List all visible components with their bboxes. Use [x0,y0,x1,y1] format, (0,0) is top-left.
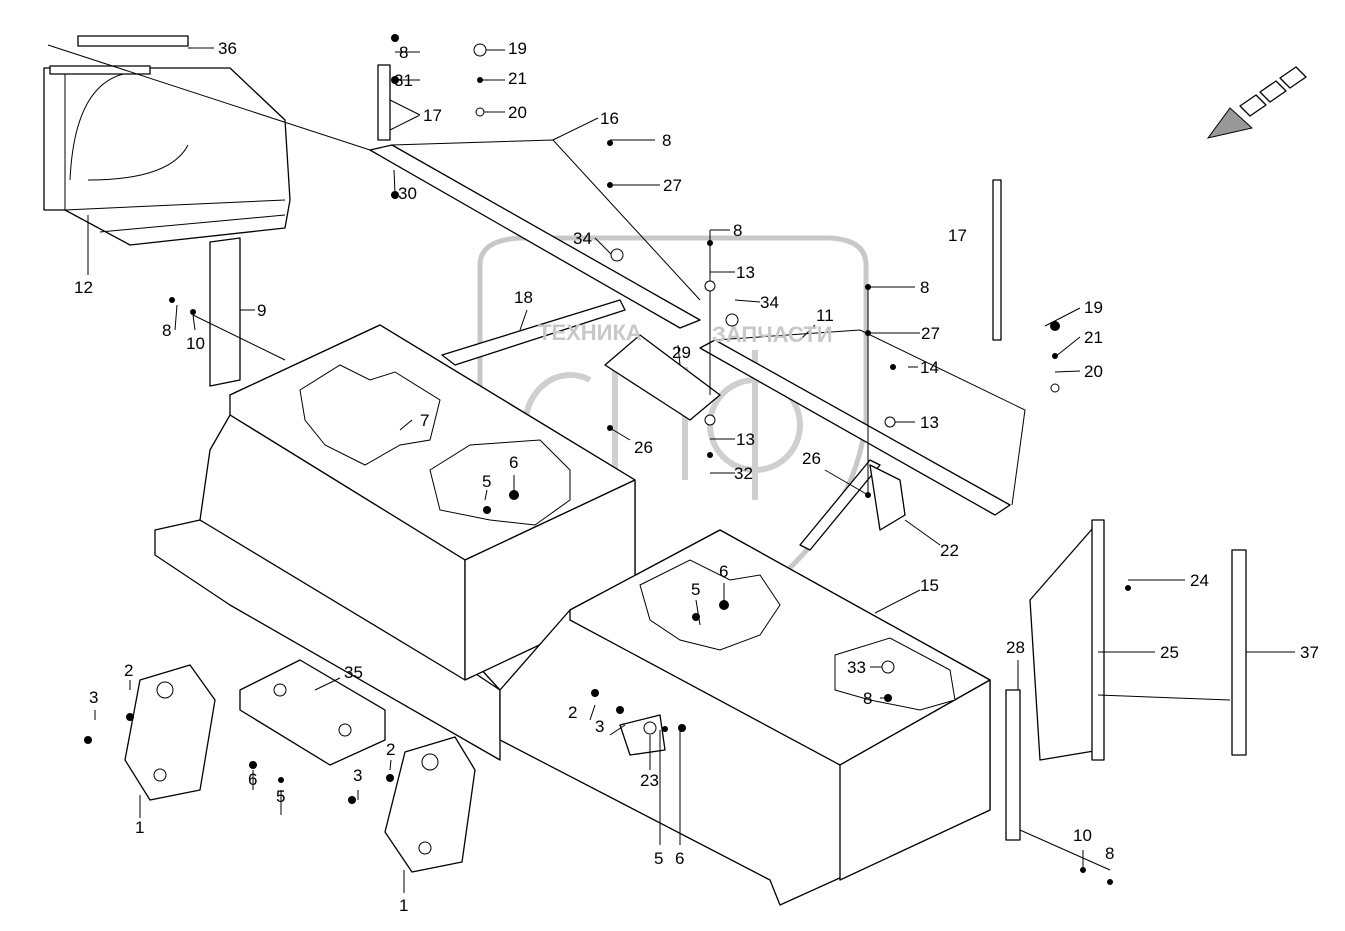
callout: 17 [423,106,442,125]
part-9-strip [209,237,241,387]
callout: 11 [816,306,834,325]
part-25-tube [1091,519,1105,761]
callout: 6 [719,562,728,581]
callout: 24 [1190,571,1209,590]
callout: 8 [399,43,408,62]
svg-text:ЗАПЧАСТИ: ЗАПЧАСТИ [712,322,833,347]
callout: 14 [920,358,939,377]
callout: 2 [124,661,133,680]
callout: 18 [514,288,533,307]
callout: 3 [353,766,362,785]
callout: 8 [662,131,671,150]
callout: 34 [573,229,592,248]
callout: 15 [920,576,939,595]
callout: 3 [595,717,604,736]
callout: 21 [508,69,527,88]
callout: 5 [482,472,491,491]
callout: 1 [399,896,408,915]
callout: 30 [398,184,417,203]
svg-text:ТЕХНИКА: ТЕХНИКА [538,320,642,345]
callout: 20 [1084,362,1103,381]
callout: 2 [386,740,395,759]
callout: 32 [734,464,753,483]
part-35-bracket [239,659,386,766]
callout: 16 [600,109,619,128]
callout: 8 [863,689,872,708]
part-29-plate [604,334,721,421]
callout: 8 [1105,844,1114,863]
callout: 13 [736,263,755,282]
callout: 1 [135,818,144,837]
callout: 29 [672,343,691,362]
callout: 17 [948,226,967,245]
callout: 28 [1006,638,1025,657]
part-17-rod [992,179,1002,341]
part-25-cover [1029,519,1101,761]
callout: 6 [675,849,684,868]
callout: 35 [344,663,363,682]
callout: 8 [162,321,171,340]
callout: 31 [394,71,413,90]
callout: 25 [1160,643,1179,662]
callout: 20 [508,103,527,122]
leader-lines [87,47,1295,893]
callout: 13 [920,413,939,432]
callout: 19 [508,39,527,58]
part-1-bracket [384,736,476,873]
callout: 8 [733,221,742,240]
callout: 21 [1084,328,1103,347]
part-18-plate [441,299,626,366]
callout: 12 [74,278,93,297]
part-12-side-panel [43,35,291,246]
callout: 8 [920,278,929,297]
part-28-strip [1005,689,1021,841]
callout: 26 [802,449,821,468]
callout: 37 [1300,643,1319,662]
callout-labels: 36 8 31 17 19 21 20 16 8 27 30 12 9 8 10… [74,39,1319,915]
callout: 26 [634,438,653,457]
part-17-pin [377,64,391,141]
callout: 33 [847,658,866,677]
callout: 5 [691,580,700,599]
callout: 36 [218,39,237,58]
callout: 19 [1084,298,1103,317]
callout: 27 [921,324,940,343]
callout: 22 [940,541,959,560]
callout: 7 [420,411,429,430]
callout: 10 [1073,826,1092,845]
callout: 5 [654,849,663,868]
callout: 6 [248,770,257,789]
callout: 3 [89,688,98,707]
callout: 27 [663,176,682,195]
main-housing [154,324,991,906]
callout: 13 [736,430,755,449]
travel-direction-arrow [1206,66,1307,139]
callout: 23 [640,771,659,790]
callout: 34 [760,293,779,312]
callout: 6 [509,453,518,472]
part-37-rod [1231,549,1247,756]
callout: 2 [568,703,577,722]
callout: 10 [186,334,205,353]
fasteners [84,34,1131,885]
callout: 5 [276,787,285,806]
part-1-bracket [124,664,216,801]
callout: 9 [257,301,266,320]
watermark-text: ТЕХНИКА ЗАПЧАСТИ [538,320,833,347]
